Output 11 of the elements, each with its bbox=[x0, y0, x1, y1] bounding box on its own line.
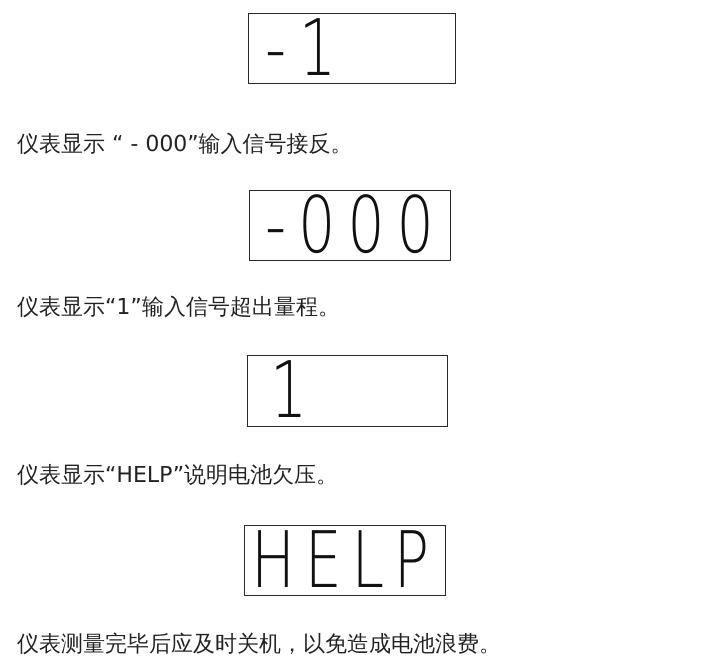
display-screen bbox=[247, 355, 448, 427]
display-reading: 1 bbox=[270, 362, 320, 422]
note-text: 仪表测量完毕后应及时关机，以免造成电池浪费。 bbox=[17, 631, 501, 659]
display-screen bbox=[244, 525, 446, 596]
display-screen bbox=[248, 13, 456, 84]
display-reading: -1 bbox=[265, 20, 349, 80]
display-screen bbox=[249, 190, 451, 261]
note-text: 仪表显示 “ - 000”输入信号接反。 bbox=[17, 131, 353, 159]
display-reading: HELP bbox=[251, 532, 439, 592]
note-text: 仪表显示“1”输入信号超出量程。 bbox=[17, 294, 340, 322]
note-text: 仪表显示“HELP”说明电池欠压。 bbox=[17, 462, 338, 490]
